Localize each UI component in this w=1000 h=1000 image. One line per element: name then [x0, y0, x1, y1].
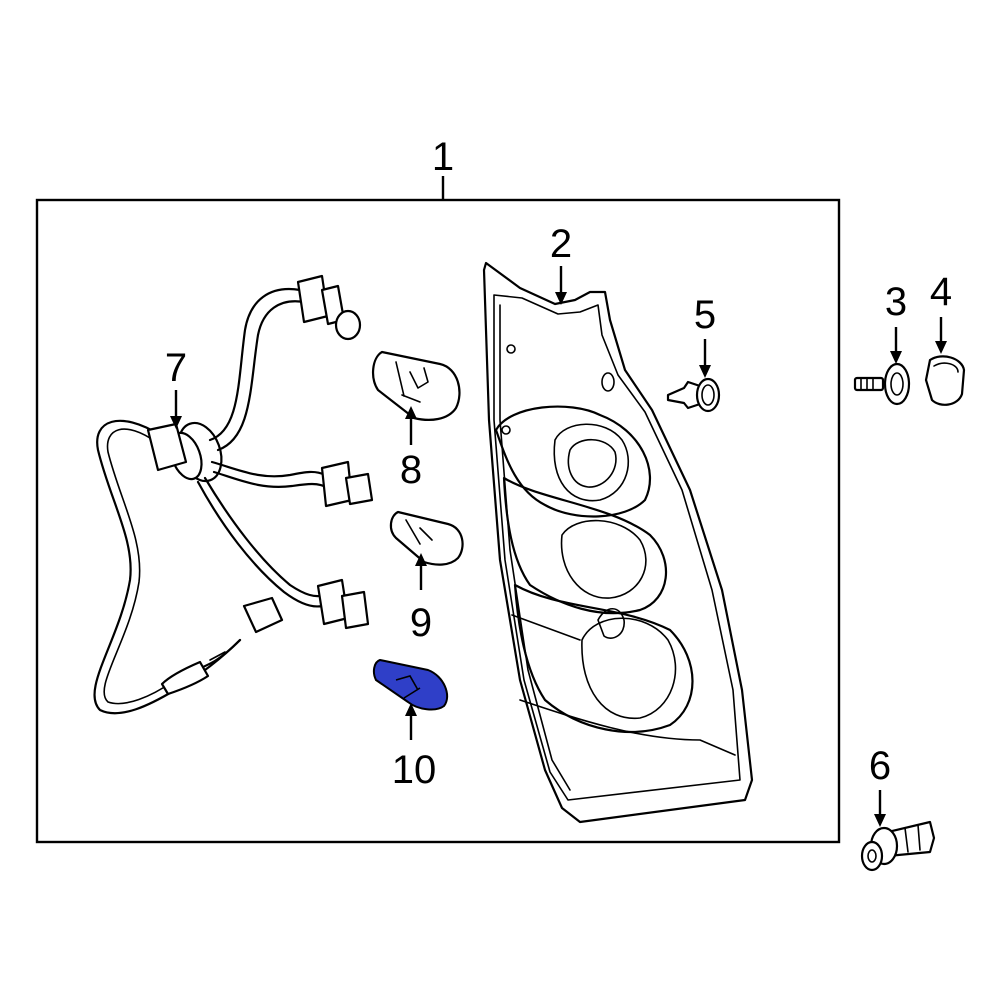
callout-1-label[interactable]: 1 — [432, 135, 454, 179]
callout-2-arrowhead — [555, 292, 567, 305]
callout-6-label[interactable]: 6 — [869, 744, 891, 788]
callout-3-label[interactable]: 3 — [885, 280, 907, 324]
tail-lamp-housing[interactable] — [482, 261, 754, 824]
callout-4-arrowhead — [935, 341, 947, 354]
callout-9-arrowhead — [415, 553, 427, 566]
callout-4-label[interactable]: 4 — [930, 270, 952, 314]
callout-8-arrowhead — [405, 406, 417, 419]
retainer[interactable] — [860, 820, 936, 872]
bulb-highlighted[interactable] — [372, 659, 449, 711]
callout-6-arrowhead — [874, 814, 886, 827]
callout-8-label[interactable]: 8 — [400, 448, 422, 492]
callout-7-label[interactable]: 7 — [165, 346, 187, 390]
cap[interactable] — [924, 355, 966, 406]
callout-9-label[interactable]: 9 — [410, 601, 432, 645]
bulb-large[interactable] — [372, 350, 461, 421]
callout-5-arrowhead — [699, 365, 711, 378]
callout-2-label[interactable]: 2 — [550, 222, 572, 266]
bolt[interactable] — [853, 362, 911, 406]
callout-10-arrowhead — [405, 703, 417, 716]
callout-7-arrowhead — [170, 416, 182, 429]
push-clip[interactable] — [666, 377, 721, 413]
callout-10-label[interactable]: 10 — [392, 748, 437, 792]
bulb-small[interactable] — [389, 510, 464, 566]
callout-5-label[interactable]: 5 — [694, 293, 716, 337]
assembly-frame — [35, 198, 841, 844]
wiring-harness[interactable] — [93, 274, 374, 715]
callout-3-arrowhead — [890, 351, 902, 364]
